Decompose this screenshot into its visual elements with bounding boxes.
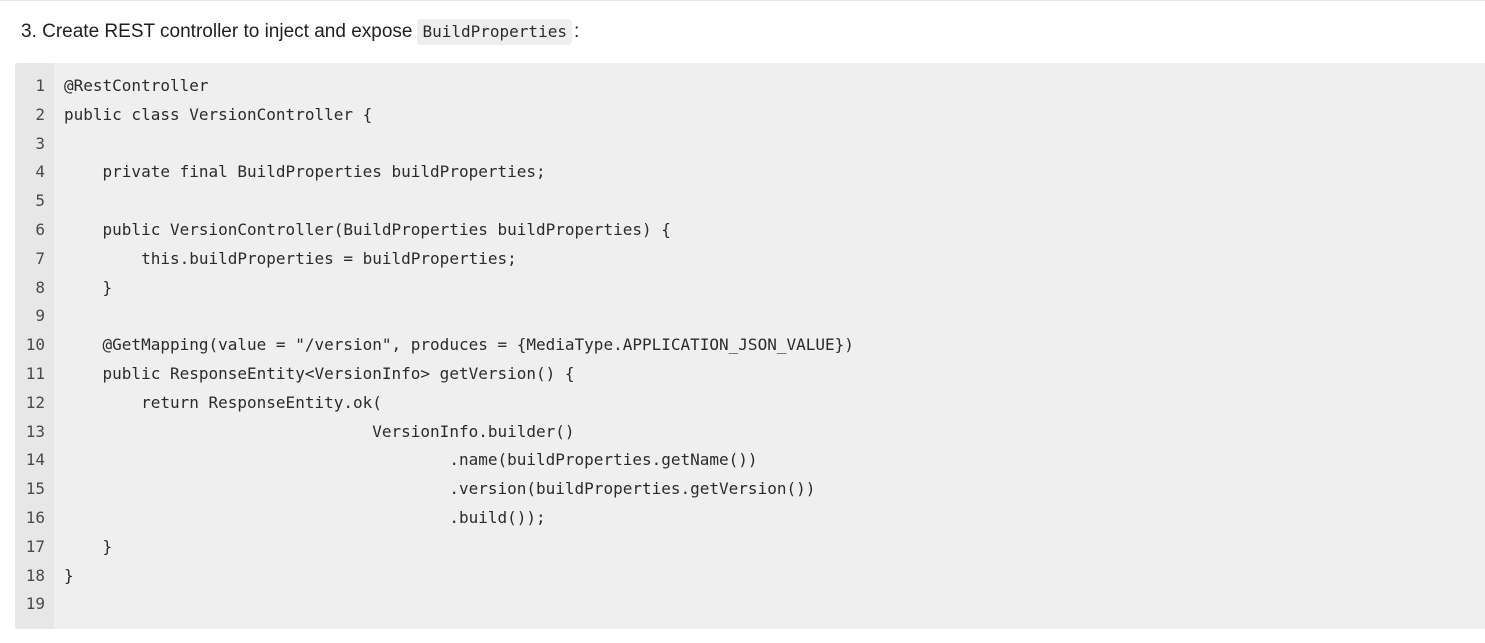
- code-line: [64, 130, 854, 159]
- code-line: }: [64, 565, 74, 585]
- line-number: 6: [35, 219, 45, 239]
- line-number: 4: [35, 162, 45, 182]
- line-number: 19: [25, 594, 45, 614]
- code-line: this.buildProperties = buildProperties;: [64, 248, 517, 268]
- step-heading: 3. Create REST controller to inject and …: [21, 17, 579, 47]
- code-line: }: [64, 277, 113, 297]
- line-number: 11: [25, 363, 45, 383]
- line-number: 2: [35, 104, 45, 124]
- line-number: 5: [35, 191, 45, 211]
- step-heading-text: 3. Create REST controller to inject and …: [21, 21, 413, 42]
- inline-code-build-properties: BuildProperties: [417, 19, 572, 45]
- code-line: public VersionController(BuildProperties…: [64, 219, 671, 239]
- code-line: [64, 302, 854, 331]
- line-number: 14: [25, 450, 45, 470]
- code-line: [64, 187, 854, 216]
- step-heading-colon: :: [573, 21, 580, 42]
- code-line: @GetMapping(value = "/version", produces…: [64, 335, 854, 355]
- code-line: .version(buildProperties.getVersion()): [64, 479, 816, 499]
- code-line: @RestController: [64, 76, 209, 95]
- line-number-gutter: [15, 63, 54, 629]
- code-line: private final BuildProperties buildPrope…: [64, 162, 546, 182]
- line-number: 15: [25, 479, 45, 499]
- code-line: .build());: [64, 507, 546, 527]
- line-number: 9: [35, 306, 45, 326]
- line-number: 16: [25, 507, 45, 527]
- code-line: }: [64, 536, 113, 556]
- line-number: 3: [35, 133, 45, 153]
- line-number: 12: [25, 392, 45, 412]
- code-lines[interactable]: @RestController public class VersionContr…: [64, 72, 854, 619]
- code-line: public class VersionController {: [64, 104, 373, 124]
- line-number: 7: [35, 248, 45, 268]
- code-line: public ResponseEntity<VersionInfo> getVe…: [64, 363, 575, 383]
- code-line: return ResponseEntity.ok(: [64, 392, 382, 412]
- line-number: 1: [35, 76, 45, 95]
- line-number: 17: [25, 536, 45, 556]
- top-divider: [0, 0, 1485, 1]
- line-number: 18: [25, 565, 45, 585]
- line-number: 13: [25, 421, 45, 441]
- code-line: [64, 590, 854, 619]
- line-number: 8: [35, 277, 45, 297]
- line-number: 10: [25, 335, 45, 355]
- code-line: VersionInfo.builder(): [64, 421, 575, 441]
- code-line: .name(buildProperties.getName()): [64, 450, 758, 470]
